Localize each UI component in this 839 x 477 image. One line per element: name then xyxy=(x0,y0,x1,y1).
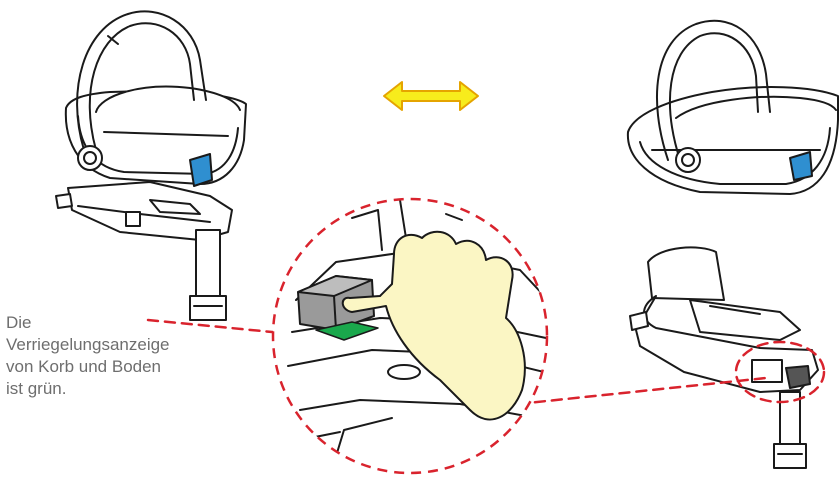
base-only-illustration xyxy=(630,247,818,468)
carrier-only-illustration xyxy=(628,21,838,194)
callout-leader-right xyxy=(518,378,766,404)
double-headed-horizontal-arrow-icon xyxy=(384,82,478,110)
magnified-lock-indicator-detail xyxy=(270,196,552,476)
carrier-on-base-illustration xyxy=(56,11,246,320)
